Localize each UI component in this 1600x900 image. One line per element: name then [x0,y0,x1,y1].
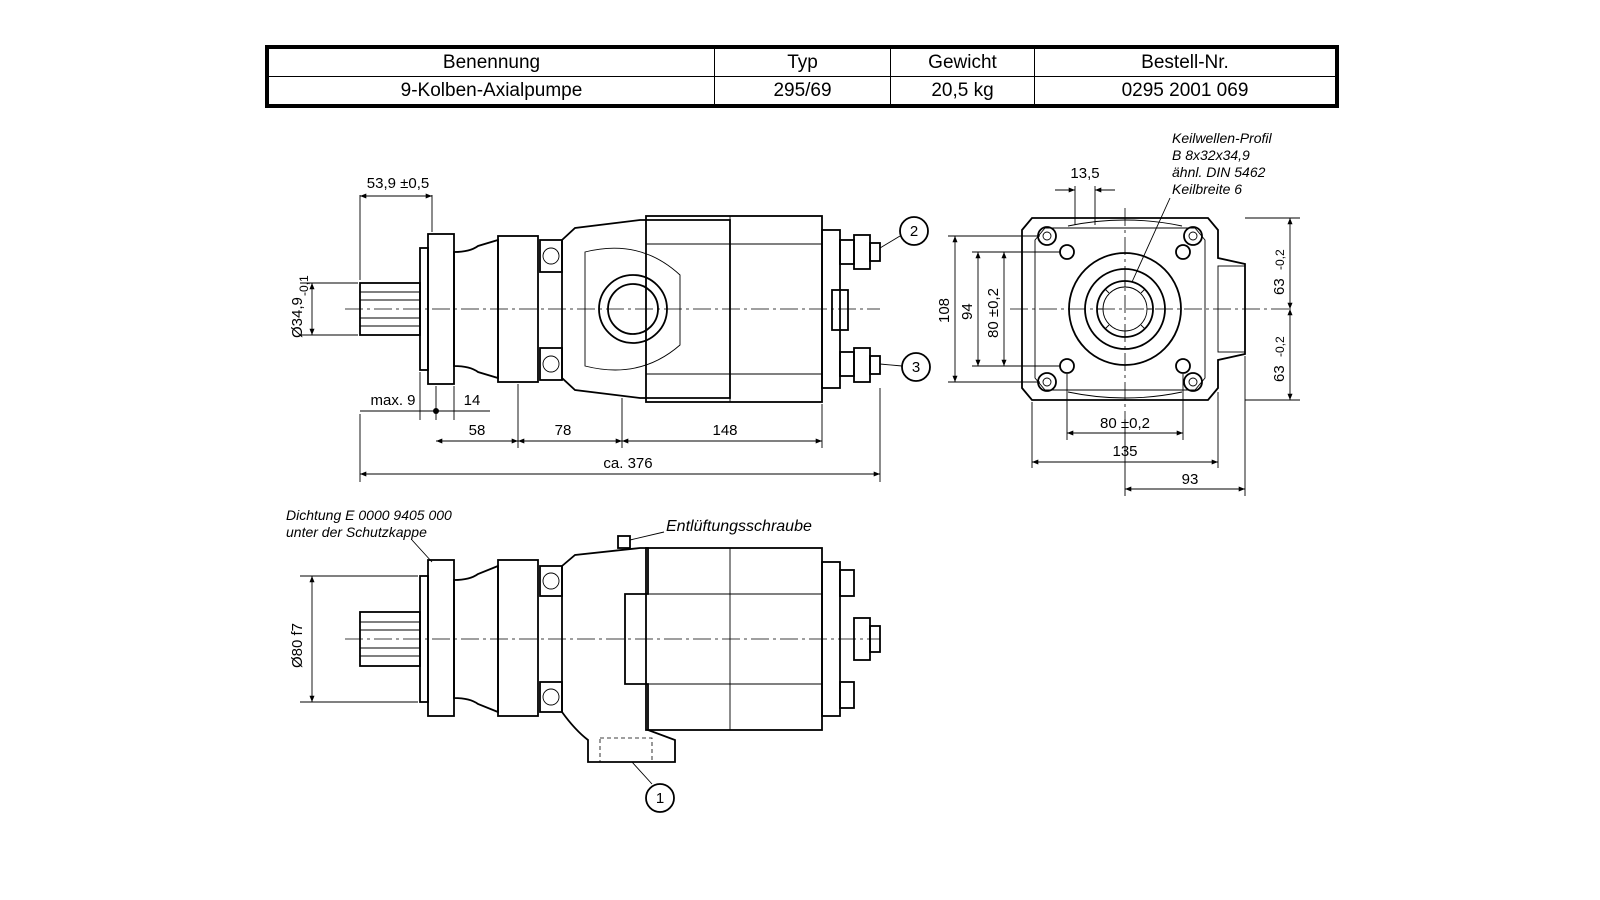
side-port-ring [598,274,668,344]
side-port-fitting-2 [853,234,871,270]
dim-80-vertical: 80 ±0,2 [985,288,1002,338]
bolt-hole-br [1183,372,1203,392]
vent-label: Entlüftungsschraube [666,518,812,535]
cell-bestell-nr: 0295 2001 069 [1034,76,1338,107]
bottom-port-hidden [599,737,653,763]
spline-label-1: Keilwellen-Profil [1172,130,1272,146]
callout-3-circle [901,352,931,382]
bottom-flange [427,559,455,717]
inner-hole-br [1175,358,1191,374]
inner-hole-bl [1059,358,1075,374]
header-gewicht: Gewicht [890,46,1035,77]
spline-label-4: Keilbreite 6 [1172,181,1242,197]
bolt-hole-tl [1037,226,1057,246]
dim-shaft-dia-tol: -0,1 [297,275,311,296]
dim-108: 108 [936,298,953,323]
cell-typ: 295/69 [714,76,891,107]
inner-hole-tl [1059,244,1075,260]
inner-hole-tr [1175,244,1191,260]
side-port-bore [607,283,659,335]
dim-58: 58 [469,422,486,439]
dim-pilot-dia: Ø80 f7 [289,623,306,668]
dim-shaft-dia: Ø34,9 [289,297,306,338]
bolt-hole-tr [1183,226,1203,246]
bottom-front-block [497,559,539,717]
header-typ: Typ [714,46,891,77]
seal-note-2: unter der Schutzkappe [286,524,427,540]
dim-63-bottom: 63 [1271,365,1288,382]
vent-screw [617,535,631,549]
bottom-port-housing [561,547,676,763]
dim-14: 14 [464,392,481,409]
dim-total: ca. 376 [603,455,652,472]
spec-header-row: Benennung Typ Gewicht Bestell-Nr. [266,46,1338,77]
seal-note-1: Dichtung E 0000 9405 000 [286,507,452,523]
spline-label-3: ähnl. DIN 5462 [1172,164,1266,180]
bottom-view: Entlüftungsschraube Dichtung E 0000 9405… [286,507,881,813]
dim-148: 148 [712,422,737,439]
side-view: 2 3 53,9 ±0,5 Ø34,9 -0,1 max. 9 14 58 7 [289,175,931,482]
side-end-cap [821,229,841,389]
cell-benennung: 9-Kolben-Axialpumpe [266,76,715,107]
dim-63-bottom-tol: -0,2 [1273,336,1287,357]
callout-3: 3 [912,359,920,376]
side-front-block [497,235,539,383]
side-port-fitting-3 [853,347,871,383]
header-benennung: Benennung [266,46,715,77]
front-flange-outline [1021,217,1246,401]
callout-2: 2 [910,223,918,240]
cell-gewicht: 20,5 kg [890,76,1035,107]
dim-78: 78 [555,422,572,439]
dim-shaft-length: 53,9 ±0,5 [367,175,429,192]
callout-1-circle [645,783,675,813]
header-bestell-nr: Bestell-Nr. [1034,46,1338,77]
callout-2-circle [899,216,929,246]
dim-63-top-tol: -0,2 [1273,249,1287,270]
dim-63-top: 63 [1271,278,1288,295]
dim-13-5: 13,5 [1070,165,1099,182]
dim-max-9: max. 9 [370,392,415,409]
spline-label-2: B 8x32x34,9 [1172,147,1250,163]
spec-table: Benennung Typ Gewicht Bestell-Nr. 9-Kolb… [265,45,1339,108]
dim-93: 93 [1182,471,1199,488]
callout-1: 1 [656,790,664,807]
bolt-hole-bl [1037,372,1057,392]
front-view: Keilwellen-Profil B 8x32x34,9 ähnl. DIN … [936,130,1300,496]
dim-94: 94 [959,303,976,320]
spec-data-row: 9-Kolben-Axialpumpe 295/69 20,5 kg 0295 … [266,76,1338,107]
